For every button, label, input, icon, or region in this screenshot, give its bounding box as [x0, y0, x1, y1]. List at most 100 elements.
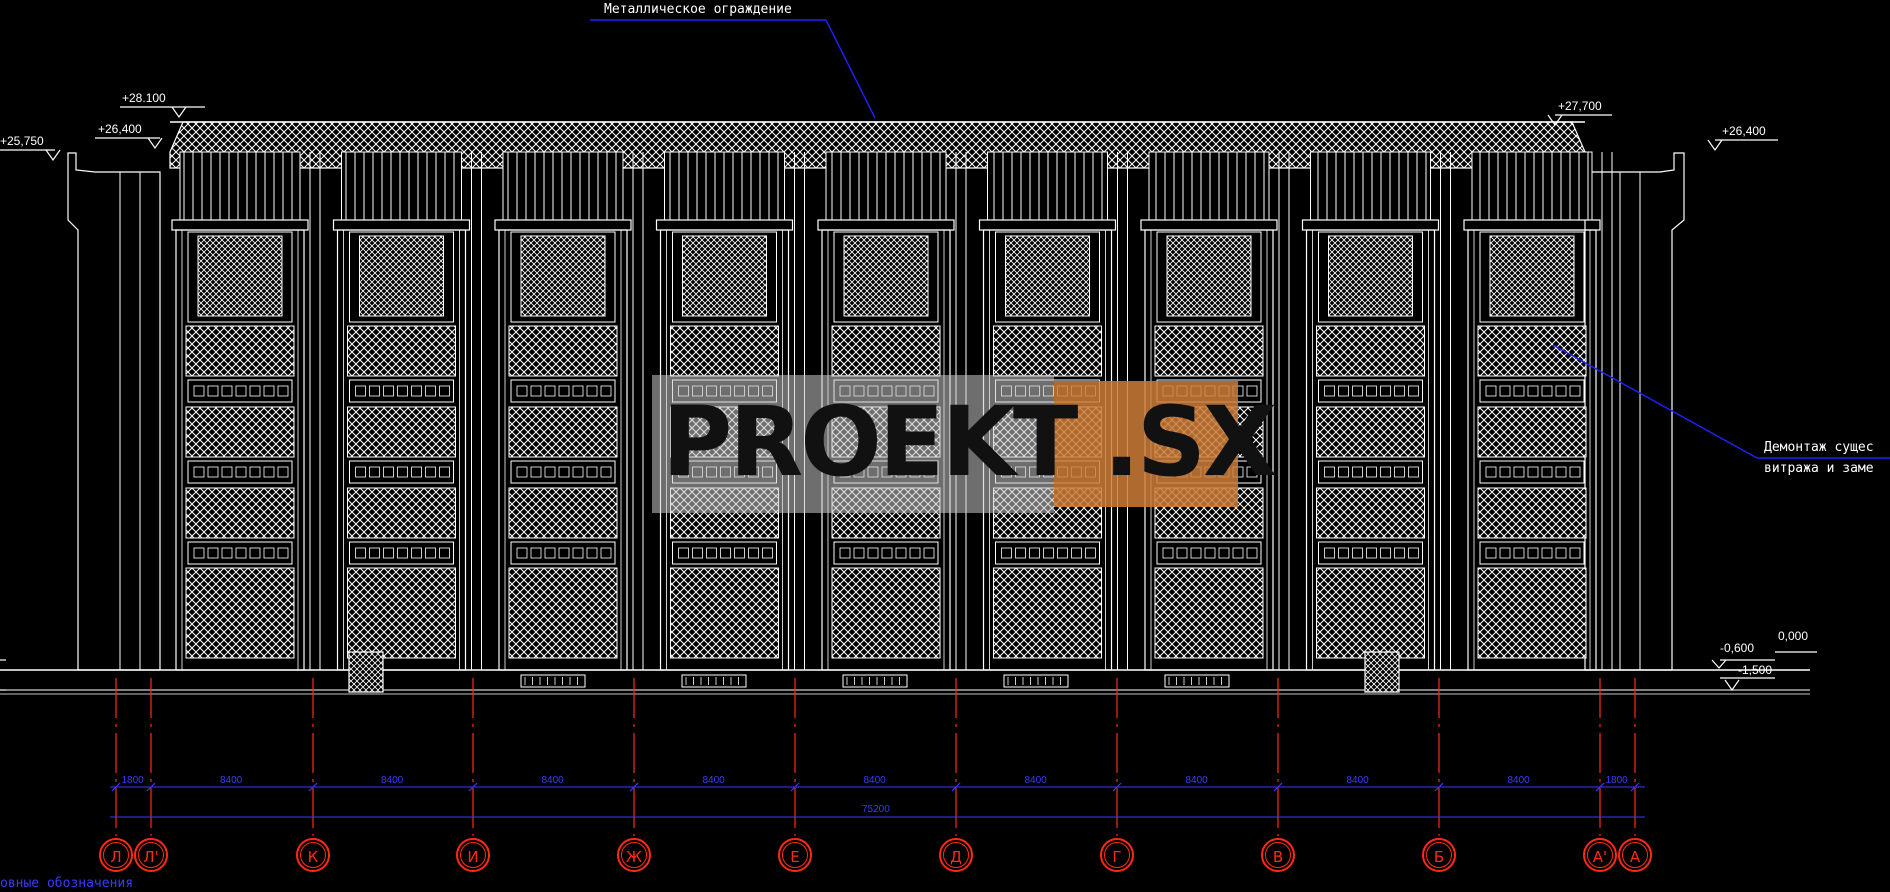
bay-spandrel-cell — [1015, 547, 1026, 559]
bay-glazing-panel — [347, 325, 456, 377]
bay-spandrel-cell — [1352, 385, 1363, 397]
bay-spandrel-cell — [193, 547, 205, 559]
bay — [494, 151, 644, 671]
bay-spandrel-cell — [221, 547, 233, 559]
bay-spandrel-cell — [221, 385, 233, 397]
bay-spandrel — [349, 379, 454, 403]
bay-spandrel-cell — [383, 547, 394, 559]
bay-glazing-panel — [508, 325, 618, 377]
axis-marker: Г — [1100, 838, 1134, 872]
door-right — [1364, 651, 1400, 693]
bay-spandrel-cell — [1001, 547, 1012, 559]
bay-spandrel-cell — [263, 385, 275, 397]
watermark-text: PROEKT — [662, 386, 1078, 498]
bay-spandrel-cell — [1569, 547, 1581, 559]
bay-window-frame — [1318, 231, 1423, 323]
bay-spandrel-cell — [734, 547, 745, 559]
bay-spandrel-cell — [1555, 547, 1567, 559]
legend-title: овные обозначения — [0, 876, 134, 891]
bay-glazing-panel — [1316, 487, 1425, 539]
bay-spandrel-cell — [249, 466, 261, 478]
axis-marker: В — [1261, 838, 1295, 872]
bay-spandrel — [187, 379, 293, 403]
bay-spandrel-cell — [1029, 547, 1040, 559]
leader-lines — [590, 19, 1890, 459]
axis-marker: Е — [778, 838, 812, 872]
bay-spandrel-cell — [1246, 547, 1258, 559]
axis-marker: Л' — [134, 838, 168, 872]
bay-spandrel-cell — [1338, 547, 1349, 559]
bay — [332, 151, 482, 671]
bay-glazing-panel — [185, 487, 295, 539]
axis-marker: Ж — [617, 838, 651, 872]
bay-spandrel-cell — [1527, 385, 1539, 397]
vent — [520, 674, 586, 688]
bay-glazing-panel — [508, 406, 618, 458]
elev-26400-right: +26,400 — [1722, 124, 1766, 138]
bay-spandrel-cell — [1246, 385, 1258, 397]
note-metal-fence: Металлическое ограждение — [604, 2, 792, 17]
door-left — [348, 651, 384, 693]
bay-glazing-panel — [185, 325, 295, 377]
bay-spandrel-cell — [1218, 547, 1230, 559]
bay-glazing-panel — [1477, 487, 1587, 539]
bay-spandrel — [510, 541, 616, 565]
bay-spandrel — [1479, 541, 1585, 565]
bay-spandrel-cell — [277, 547, 289, 559]
axis-marker: Б — [1422, 838, 1456, 872]
bay-spandrel-cell — [235, 547, 247, 559]
dimension-segment-label: 8400 — [863, 775, 886, 786]
bay-spandrel-cell — [1366, 466, 1377, 478]
bay-window-frame — [995, 231, 1100, 323]
bay-glazing-panel — [831, 567, 941, 659]
watermark-left-panel — [652, 375, 1054, 513]
vent — [842, 674, 908, 688]
elev-27700: +27,700 — [1558, 99, 1602, 113]
bay-spandrel-cell — [572, 466, 584, 478]
bay-glazing-panel — [185, 567, 295, 659]
bay-spandrel-cell — [425, 547, 436, 559]
bay-spandrel-cell — [867, 547, 879, 559]
bay-cornice — [1301, 219, 1440, 231]
bay-spandrel-cell — [1246, 466, 1258, 478]
bay-spandrel-cell — [235, 385, 247, 397]
dimension-total: 75200 — [862, 804, 890, 815]
bay-glazing-panel — [1316, 567, 1425, 659]
bay-spandrel — [1318, 541, 1423, 565]
bay-spandrel-cell — [1232, 547, 1244, 559]
bay-spandrel-cell — [572, 385, 584, 397]
bay-window-frame — [672, 231, 777, 323]
bay-glazing-panel — [1477, 567, 1587, 659]
watermark: PROEKT.SX — [652, 375, 1277, 513]
bay-glazing-panel — [1154, 325, 1264, 377]
bay-spandrel-cell — [1499, 547, 1511, 559]
elevation-markers — [0, 106, 1817, 692]
bay-window-glazing — [682, 235, 767, 317]
left-wing — [67, 152, 161, 671]
bay-glazing-panel — [508, 567, 618, 659]
elev-26400-left: +26,400 — [98, 122, 142, 136]
bay-spandrel-cell — [439, 385, 450, 397]
bay-spandrel-cell — [249, 385, 261, 397]
axis-marker: К — [296, 838, 330, 872]
bay-spandrel-cell — [586, 547, 598, 559]
bay-spandrel-cell — [1324, 466, 1335, 478]
vent-frame — [681, 674, 747, 688]
bay-window-frame — [187, 231, 293, 323]
bay-spandrel-cell — [277, 385, 289, 397]
bay — [171, 151, 321, 671]
bay-glazing-panel — [347, 406, 456, 458]
bay-spandrel — [510, 460, 616, 484]
bay-spandrel-cell — [263, 547, 275, 559]
bay-spandrel-cell — [530, 547, 542, 559]
bay-spandrel-cell — [1324, 385, 1335, 397]
axis-marker: Л — [99, 838, 133, 872]
bay-spandrel-cell — [909, 547, 921, 559]
bay-spandrel-cell — [1485, 547, 1497, 559]
bay-spandrel-cell — [1085, 547, 1096, 559]
bay-spandrel-cell — [439, 547, 450, 559]
elev-minus-0600: -0,600 — [1720, 641, 1755, 655]
bay-window-glazing — [843, 235, 929, 317]
bay-spandrel-cell — [572, 547, 584, 559]
bay-spandrel-cell — [383, 466, 394, 478]
